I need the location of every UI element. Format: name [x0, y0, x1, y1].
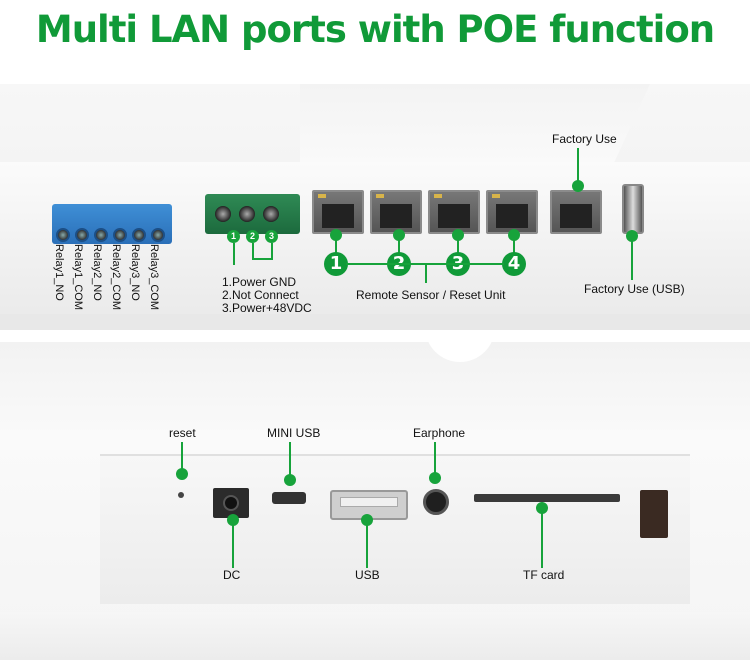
- factory-usb-port: [622, 184, 644, 234]
- power-pin-number: 3: [265, 230, 278, 243]
- factory-use-label: Factory Use: [552, 132, 617, 146]
- reset-hole: [178, 492, 184, 498]
- lan-number: 4: [502, 252, 526, 276]
- lan-port-2: [370, 190, 422, 234]
- tf-card-label: TF card: [523, 568, 565, 582]
- lan-port-1: [312, 190, 364, 234]
- power-note: 2.Not Connect: [222, 288, 299, 302]
- power-note: 3.Power+48VDC: [222, 301, 312, 315]
- page-title: Multi LAN ports with POE function: [35, 8, 715, 51]
- lan-number: 1: [324, 252, 348, 276]
- relay-label: Relay3_COM: [148, 244, 160, 311]
- mini-usb-label: MINI USB: [267, 426, 321, 440]
- relay-label: Relay2_COM: [110, 244, 122, 311]
- relay-label: Relay1_COM: [72, 244, 84, 311]
- power-terminal-block: [205, 194, 300, 234]
- power-pin-number: 1: [227, 230, 240, 243]
- device-side-face: [100, 454, 690, 604]
- relay-label: Relay1_NO: [53, 244, 65, 301]
- power-pin-number: 2: [246, 230, 259, 243]
- earphone-jack: [423, 489, 449, 515]
- mini-usb-port: [272, 492, 306, 504]
- upper-device-panel: Relay1_NO Relay1_COM Relay2_NO Relay2_CO…: [0, 84, 750, 330]
- reset-label: reset: [169, 426, 196, 440]
- relay-terminal-block: [52, 204, 172, 244]
- remote-sensor-label: Remote Sensor / Reset Unit: [356, 288, 506, 302]
- relay-label: Relay3_NO: [129, 244, 141, 301]
- factory-lan-port: [550, 190, 602, 234]
- earphone-label: Earphone: [413, 426, 466, 440]
- side-switch: [640, 490, 668, 538]
- lower-device-panel: reset MINI USB Earphone DC USB TF card: [0, 342, 750, 660]
- dc-jack: [213, 488, 249, 518]
- tf-card-slot: [474, 494, 620, 502]
- usb-label: USB: [355, 568, 380, 582]
- relay-label: Relay2_NO: [91, 244, 103, 301]
- lan-port-3: [428, 190, 480, 234]
- dc-label: DC: [223, 568, 241, 582]
- factory-usb-label: Factory Use (USB): [584, 282, 685, 296]
- lan-port-4: [486, 190, 538, 234]
- power-note: 1.Power GND: [222, 275, 297, 289]
